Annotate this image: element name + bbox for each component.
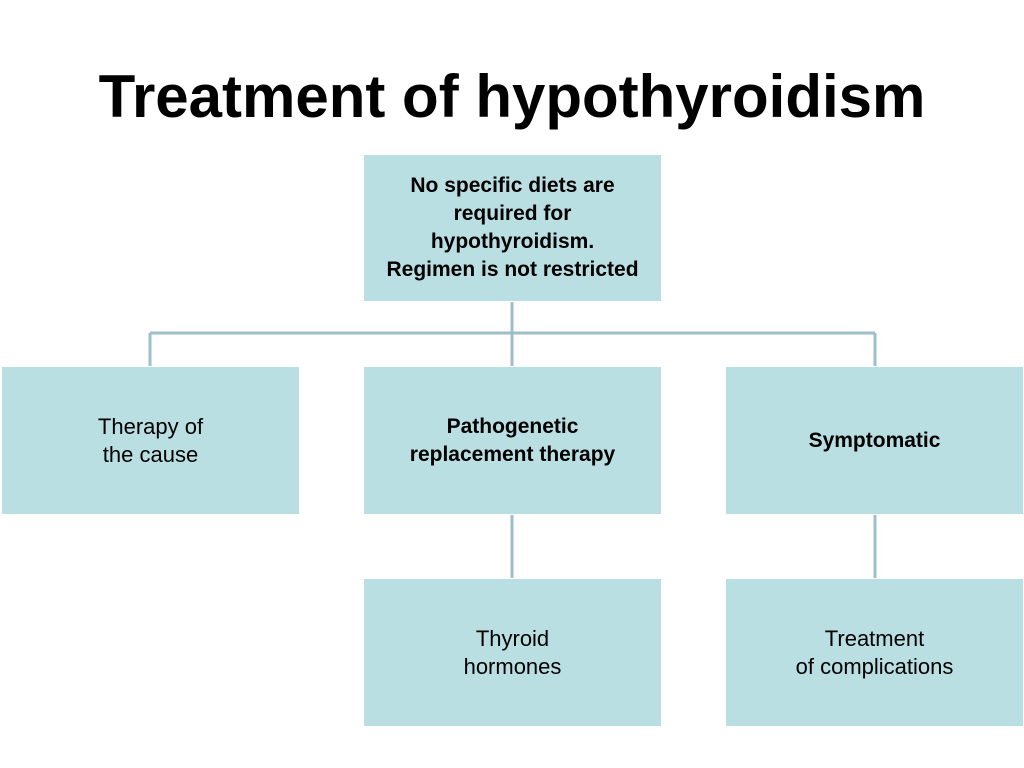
complications-treatment-node: Treatment of complications xyxy=(726,579,1023,726)
cause-therapy-label: Therapy of the cause xyxy=(97,413,204,467)
root-node: No specific diets are required for hypot… xyxy=(364,155,661,301)
symptomatic-node: Symptomatic xyxy=(726,367,1023,514)
complications-treatment-label: Treatment of complications xyxy=(795,625,954,679)
page-title: Treatment of hypothyroidism xyxy=(98,63,926,130)
pathogenetic-therapy-label: Pathogenetic replacement therapy xyxy=(409,414,616,466)
symptomatic-label: Symptomatic xyxy=(808,428,941,452)
thyroid-hormones-label: Thyroid hormones xyxy=(463,625,562,679)
pathogenetic-therapy-node: Pathogenetic replacement therapy xyxy=(364,367,661,514)
thyroid-hormones-node: Thyroid hormones xyxy=(364,579,661,726)
cause-therapy-node: Therapy of the cause xyxy=(2,367,299,514)
root-node-label: No specific diets are required for hypot… xyxy=(386,174,639,281)
